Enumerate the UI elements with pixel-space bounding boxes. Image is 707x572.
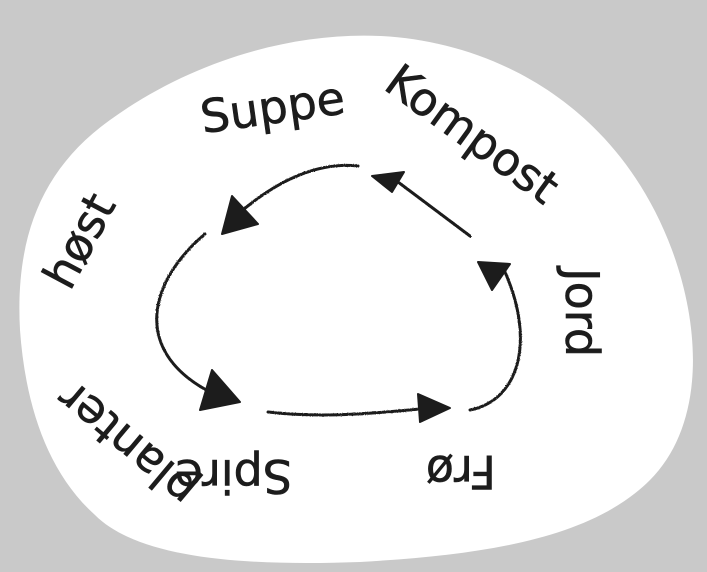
label-jord: Jord [555,265,609,357]
label-fro: Frø [426,445,496,499]
